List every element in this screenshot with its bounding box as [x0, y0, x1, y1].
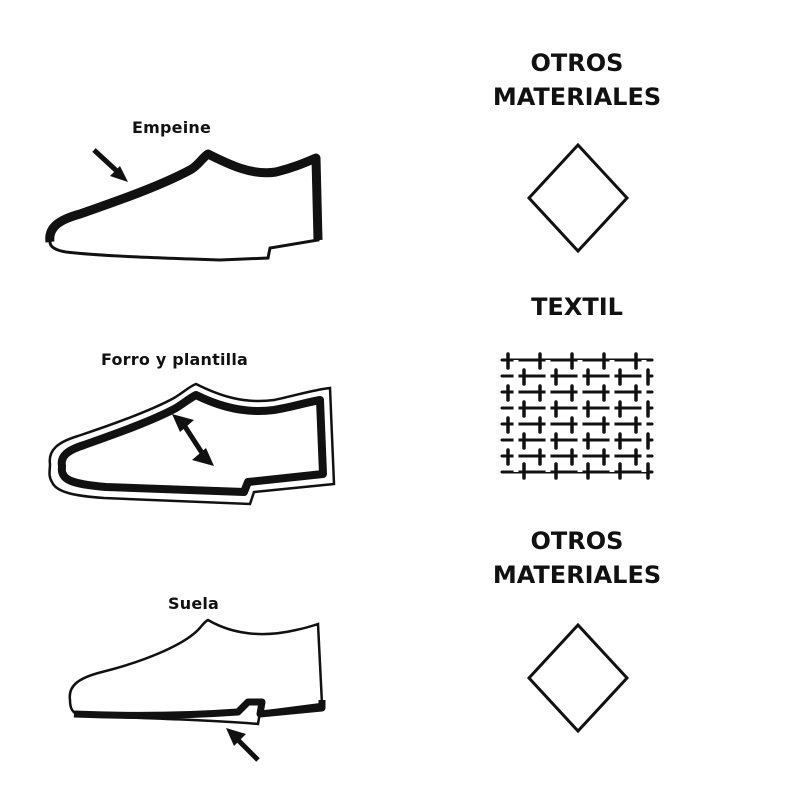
row-sole: Suela OTROS MATERIALES: [0, 520, 800, 800]
diamond-icon: [526, 622, 630, 734]
row-upper: Empeine OTROS MATERIALES: [0, 0, 800, 280]
material-label-lining: TEXTIL: [531, 293, 623, 321]
arrow-icon: [226, 728, 260, 762]
part-label-upper: Empeine: [132, 118, 212, 137]
shoe-sole-icon: [68, 618, 326, 762]
diamond-icon: [526, 142, 630, 254]
material-label-sole: OTROS MATERIALES: [492, 527, 662, 589]
row-lining: Forro y plantilla TEXTIL: [0, 280, 800, 520]
arrow-icon: [92, 148, 128, 182]
material-label-upper: OTROS MATERIALES: [492, 49, 662, 111]
shoe-lining-icon: [48, 382, 336, 506]
part-label-sole: Suela: [168, 594, 220, 613]
woven-textile-icon: [500, 352, 654, 480]
shoe-upper-icon: [45, 148, 323, 262]
double-arrow-icon: [172, 414, 214, 466]
part-label-lining: Forro y plantilla: [101, 350, 249, 369]
